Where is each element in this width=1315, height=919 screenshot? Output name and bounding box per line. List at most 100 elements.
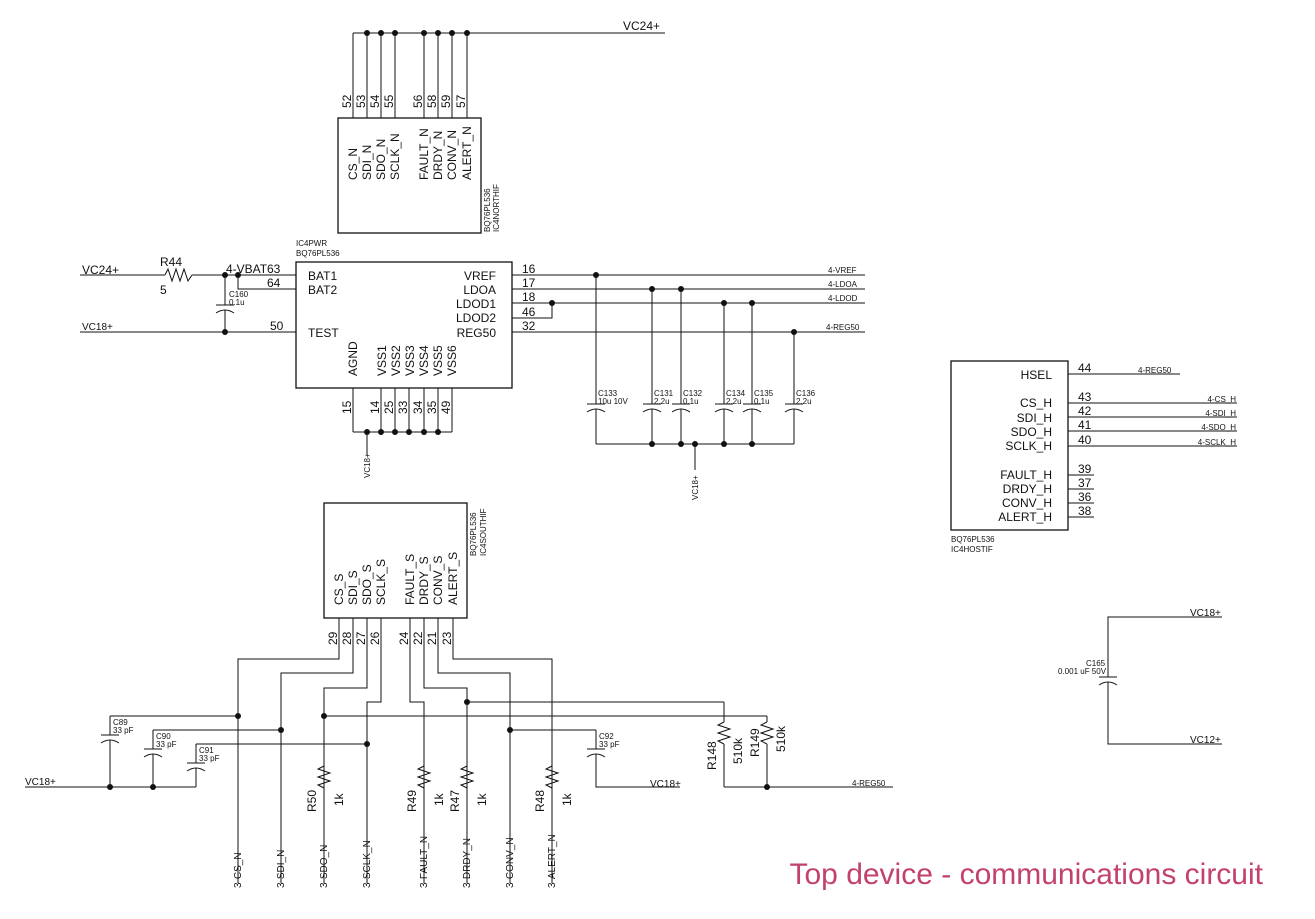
c160-ref: C160 xyxy=(229,290,249,299)
ic-pwr-left-pin-num: 63 xyxy=(267,262,281,276)
net-label-sdo-h: 4-SDO_H xyxy=(1201,423,1236,432)
ic-pwr-right-pin-num: 46 xyxy=(522,305,536,319)
c160-value: 0.1u xyxy=(229,298,245,307)
net-label-3-fault-n: 3-FAULT_N xyxy=(419,836,430,888)
c92-value: 33 pF xyxy=(599,740,620,749)
ic-north-pin-name: CONV_N xyxy=(445,130,459,180)
ic-north-pin-name: FAULT_N xyxy=(417,128,431,180)
ic-south-pin-num: 21 xyxy=(425,631,439,645)
net-label-vref: 4-VREF xyxy=(828,266,857,275)
ic-pwr-body xyxy=(295,261,513,389)
ic-south-pin-num: 26 xyxy=(368,631,382,645)
ic-pwr-bottom-pin-name: VSS5 xyxy=(431,345,445,376)
ic-north-pin-name: ALERT_N xyxy=(460,126,474,180)
net-label-vc18-c165: VC18+ xyxy=(1190,608,1221,619)
c134-value: 2.2u xyxy=(726,397,742,406)
ic-host-pin-num: 42 xyxy=(1078,404,1092,418)
c165-value: 0.001 uF 50V xyxy=(1058,667,1107,676)
r44-symbol xyxy=(164,267,193,283)
ic-host-pin-name: FAULT_H xyxy=(1000,468,1052,482)
ic-pwr-bottom-pin-num: 35 xyxy=(425,400,439,414)
ic-north-pin-num: 54 xyxy=(368,94,382,108)
ic-pwr-bottom-pin-name: VSS6 xyxy=(445,345,459,376)
r50-ref: R50 xyxy=(305,790,319,812)
c136-value: 2.2u xyxy=(796,397,812,406)
ic-south-body xyxy=(323,502,468,619)
ic-pwr-right-pin-num: 17 xyxy=(522,276,536,290)
ic-host-pin-num: 36 xyxy=(1078,490,1092,504)
net-label-vc18-left: VC18+ xyxy=(82,322,113,333)
net-label-3-alert-n: 3-ALERT_N xyxy=(547,834,558,888)
ic-host-pin-num: 41 xyxy=(1078,418,1092,432)
ic-pwr-bottom-pin-name: VSS2 xyxy=(389,345,403,376)
r47-ref: R47 xyxy=(448,790,462,812)
ic-host-pin-name: HSEL xyxy=(1021,368,1053,382)
net-label-vc24-left: VC24+ xyxy=(82,263,119,277)
ic-host-part: BQ76PL536 xyxy=(951,535,995,544)
ic-south-ref: IC4SOUTHIF xyxy=(479,508,488,556)
ic-pwr-left-pin-name: TEST xyxy=(308,326,339,340)
c89-ref: C89 xyxy=(113,718,128,727)
ic-north-pin-name: DRDY_N xyxy=(431,131,445,180)
ic-host-pin-num: 38 xyxy=(1078,504,1092,518)
ic-north: VC24+ 52 53 54 55 56 58 59 57 CS_N SDI_N… xyxy=(337,19,665,234)
ic-host-pin-name: DRDY_H xyxy=(1003,482,1052,496)
net-label-ldoa: 4-LDOA xyxy=(828,280,858,289)
ic-south-pin-name: SDI_S xyxy=(346,570,360,605)
ic-south-pin-name: FAULT_S xyxy=(403,554,417,605)
ic-north-pin-num: 56 xyxy=(411,94,425,108)
ic-south-pin-name: CS_S xyxy=(332,574,346,605)
c90-value: 33 pF xyxy=(156,740,177,749)
c90-ref: C90 xyxy=(156,732,171,741)
ic-pwr-right-pin-num: 32 xyxy=(522,319,536,333)
net-label-3-cs-n: 3-CS_N xyxy=(233,852,244,888)
ic-south-pin-num: 29 xyxy=(326,631,340,645)
ic-north-body xyxy=(337,117,482,234)
net-label-vc18-caps: VC18+ xyxy=(691,475,700,500)
diagram-title: Top device - communications circuit xyxy=(789,858,1263,891)
ic-north-pin-num: 52 xyxy=(340,94,354,108)
ic-host-pin-num: 43 xyxy=(1078,390,1092,404)
ic-host: HSEL CS_H SDI_H SDO_H SCLK_H FAULT_H DRD… xyxy=(950,360,1237,554)
c165-ref: C165 xyxy=(1086,659,1106,668)
ic-pwr-right-pin-name: LDOA xyxy=(463,283,496,297)
ic-pwr-part: BQ76PL536 xyxy=(296,249,340,258)
c132-value: 0.1u xyxy=(683,397,699,406)
ic-north-pin-name: CS_N xyxy=(346,148,360,180)
ic-pwr-bottom-pin-name: VSS3 xyxy=(403,345,417,376)
ic-pwr: IC4PWR BQ76PL536 VC24+ R44 5 4-VBAT C160… xyxy=(80,239,865,478)
ic-pwr-left-pin-name: BAT2 xyxy=(308,283,337,297)
c91-ref: C91 xyxy=(199,746,214,755)
ic-south-part: BQ76PL536 xyxy=(469,512,478,556)
net-label-sdi-h: 4-SDI_H xyxy=(1205,409,1236,418)
r44-value: 5 xyxy=(160,283,167,297)
ic-pwr-bottom-pin-num: 49 xyxy=(439,400,453,414)
c135-ref: C135 xyxy=(754,389,774,398)
r148-value: 510k xyxy=(731,737,745,764)
ic-pwr-right-pin-name: LDOD1 xyxy=(456,297,496,311)
r44-ref: R44 xyxy=(160,255,182,269)
c131-value: 2.2u xyxy=(654,397,670,406)
ic-south-pin-num: 24 xyxy=(397,631,411,645)
ic-pwr-right-pin-name: LDOD2 xyxy=(456,311,496,325)
ic-pwr-bottom-pin-num: 14 xyxy=(368,400,382,414)
ic-host-pin-name: ALERT_H xyxy=(998,510,1052,524)
ic-north-pin-num: 53 xyxy=(354,94,368,108)
net-label-vbat: 4-VBAT xyxy=(226,262,268,276)
ic-south-pin-name: SDO_S xyxy=(360,564,374,605)
ic-host-pin-num: 40 xyxy=(1078,433,1092,447)
r48-ref: R48 xyxy=(533,790,547,812)
net-label-3-sclk-n: 3-SCLK_N xyxy=(362,840,373,888)
ic-host-pin-num: 37 xyxy=(1078,476,1092,490)
ic-south-pin-name: CONV_S xyxy=(431,556,445,605)
r49-ref: R49 xyxy=(405,790,419,812)
ic-south-pin-name: DRDY_S xyxy=(417,556,431,605)
ic-south-pin-name: ALERT_S xyxy=(446,552,460,605)
ic-south-pin-num: 22 xyxy=(411,631,425,645)
c89-value: 33 pF xyxy=(113,726,134,735)
ic-pwr-ref: IC4PWR xyxy=(296,239,327,248)
ic-north-part: BQ76PL536 xyxy=(483,188,492,232)
net-label-vc12-c165: VC12+ xyxy=(1190,735,1221,746)
ic-south-pin-name: SCLK_S xyxy=(374,559,388,605)
